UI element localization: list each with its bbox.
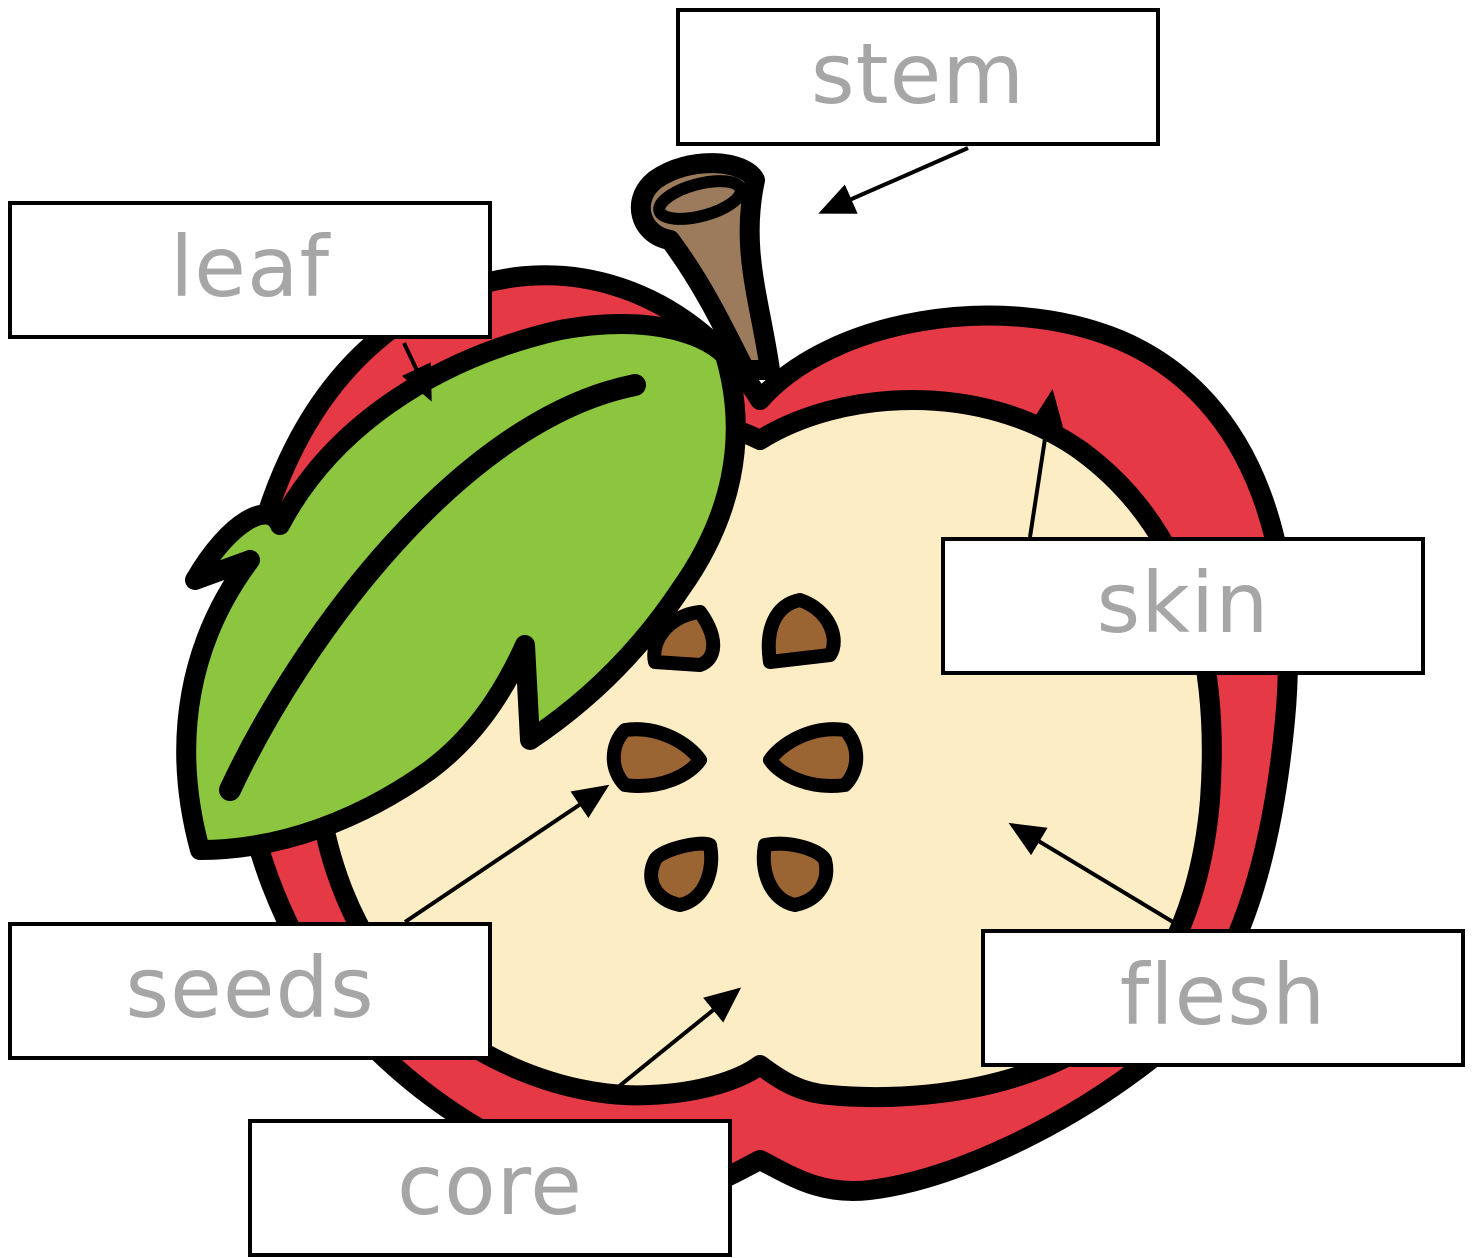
arrow-stem bbox=[822, 148, 968, 212]
label-core: core bbox=[397, 1143, 583, 1227]
seed bbox=[651, 844, 711, 905]
label-flesh: flesh bbox=[1120, 953, 1327, 1037]
seed bbox=[764, 844, 827, 905]
label-box-leaf: leaf bbox=[8, 201, 492, 339]
label-box-stem: stem bbox=[676, 8, 1160, 146]
label-stem: stem bbox=[811, 32, 1025, 116]
label-leaf: leaf bbox=[170, 225, 330, 309]
label-skin: skin bbox=[1097, 561, 1270, 645]
label-box-seeds: seeds bbox=[8, 922, 492, 1060]
seed bbox=[769, 600, 834, 662]
label-seeds: seeds bbox=[125, 946, 374, 1030]
label-box-flesh: flesh bbox=[981, 929, 1465, 1067]
label-box-core: core bbox=[248, 1119, 732, 1257]
label-box-skin: skin bbox=[941, 537, 1425, 675]
